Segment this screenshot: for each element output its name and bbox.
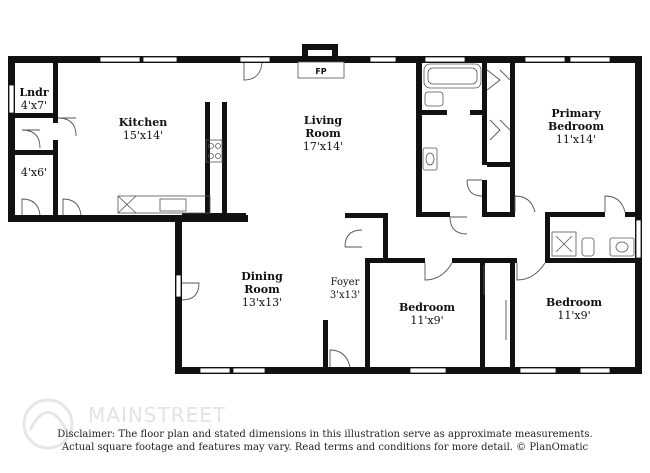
dining-dims: 13'x13' (242, 296, 282, 309)
closet-dims: 4'x6' (21, 166, 47, 179)
kitchen-dims: 15'x14' (123, 129, 163, 142)
disclaimer-line-1: Disclaimer: The floor plan and stated di… (57, 429, 593, 440)
kitchen-name: Kitchen (119, 116, 168, 129)
fireplace-label: FP (315, 67, 326, 76)
watermark-text: MAINSTREET (88, 403, 226, 427)
laundry-dims: 4'x7' (21, 99, 47, 112)
foyer-dims: 3'x13' (330, 290, 360, 301)
primary-name-2: Bedroom (548, 120, 604, 133)
bedroom2-dims: 11'x9' (410, 314, 443, 327)
bedroom2-name: Bedroom (399, 301, 455, 314)
dining-name-1: Dining (241, 270, 283, 283)
laundry-name: Lndr (19, 86, 48, 99)
living-dims: 17'x14' (303, 140, 343, 153)
living-name-2: Room (305, 127, 341, 140)
room-labels: FP Lndr 4'x7' 4'x6' Kitchen 15'x14' Livi… (19, 67, 604, 327)
living-name-1: Living (304, 114, 342, 127)
disclaimer-line-2: Actual square footage and features may v… (61, 442, 589, 453)
windows (8, 56, 642, 374)
dining-name-2: Room (244, 283, 280, 296)
primary-dims: 11'x14' (556, 133, 596, 146)
foyer-name: Foyer (331, 277, 360, 288)
doors (21, 62, 626, 368)
walls (8, 44, 642, 374)
bedroom3-dims: 11'x9' (557, 309, 590, 322)
fixtures (117, 61, 635, 257)
bedroom3-name: Bedroom (546, 296, 602, 309)
watermark-logo: MAINSTREET (22, 398, 226, 450)
primary-name-1: Primary (551, 107, 601, 120)
